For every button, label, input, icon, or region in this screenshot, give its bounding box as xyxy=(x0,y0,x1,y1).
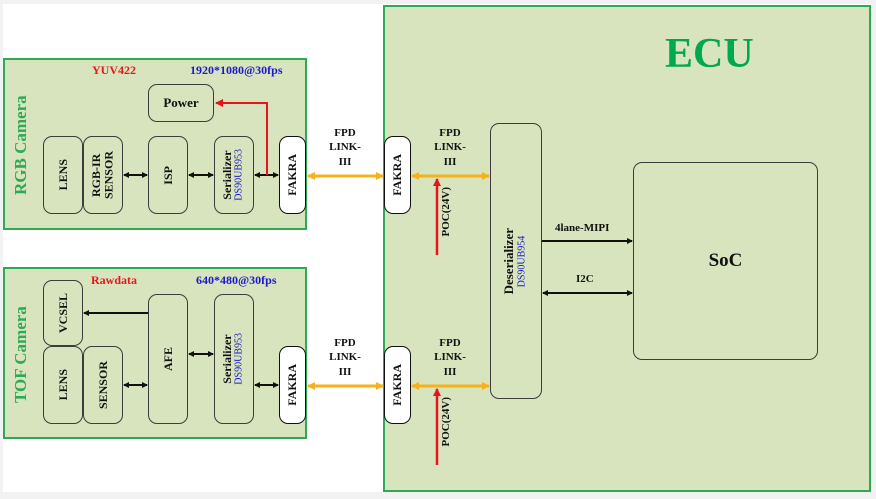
deserializer-label: Deserializer DS90UB954 xyxy=(501,227,529,295)
tof-fakra-connector[interactable]: FAKRA xyxy=(279,346,306,424)
tof-sensor-block[interactable]: SENSOR xyxy=(83,346,123,424)
link-text: FPD xyxy=(334,337,356,349)
afe-block[interactable]: AFE xyxy=(148,294,188,424)
link-text: III xyxy=(443,155,457,168)
rgb-serializer-block[interactable]: Serializer DS90UB953 xyxy=(214,136,254,214)
rgb-serializer-label: Serializer DS90UB953 xyxy=(220,149,246,201)
rgb-resolution-label: 1920*1080@30fps xyxy=(190,63,283,77)
ecu-fakra-top-label: FAKRA xyxy=(390,154,405,196)
i2c-label: I2C xyxy=(576,273,594,285)
tof-serializer-name: Serializer xyxy=(220,334,235,384)
power-label: Power xyxy=(163,95,199,110)
mipi-label: 4lane-MIPI xyxy=(555,222,610,234)
link-text: III xyxy=(338,365,352,378)
rgb-lens-label: LENS xyxy=(55,159,70,191)
tof-serializer-block[interactable]: Serializer DS90UB953 xyxy=(214,294,254,424)
link-text: LINK- xyxy=(434,351,466,364)
rgb-ir-sensor-label: RGB-IR SENSOR xyxy=(89,150,116,200)
tof-fakra-label: FAKRA xyxy=(285,364,300,406)
vcsel-block[interactable]: VCSEL xyxy=(43,280,83,346)
afe-label: AFE xyxy=(160,347,175,371)
link-text: LINK- xyxy=(434,141,466,154)
isp-label: ISP xyxy=(160,165,175,185)
rgb-ir-sensor-block[interactable]: RGB-IR SENSOR xyxy=(83,136,123,214)
deserializer-block[interactable]: Deserializer DS90UB954 xyxy=(490,123,542,399)
rgb-serializer-part: DS90UB953 xyxy=(234,149,245,201)
poc-label-top: POC(24V) xyxy=(440,187,452,237)
ecu-fakra-bottom-label: FAKRA xyxy=(390,364,405,406)
tof-serializer-part: DS90UB953 xyxy=(234,333,245,385)
rgb-lens-block[interactable]: LENS xyxy=(43,136,83,214)
rgb-ir-sensor-line2: SENSOR xyxy=(102,150,116,200)
link-text: III xyxy=(338,155,352,168)
deserializer-part: DS90UB954 xyxy=(517,235,528,287)
rgb-camera-title: RGB Camera xyxy=(11,95,30,195)
link-text: FPD xyxy=(334,127,356,139)
rgb-format-label: YUV422 xyxy=(92,63,136,77)
tof-resolution-label: 640*480@30fps xyxy=(196,273,277,287)
soc-label: SoC xyxy=(708,250,743,271)
rgb-fakra-label: FAKRA xyxy=(285,154,300,196)
fpd-link-label-top-external: FPD LINK- III xyxy=(322,126,368,169)
link-text: FPD xyxy=(439,337,461,349)
fpd-link-label-bottom-external: FPD LINK- III xyxy=(322,336,368,379)
tof-lens-block[interactable]: LENS xyxy=(43,346,83,424)
link-text: LINK- xyxy=(329,351,361,364)
tof-sensor-label: SENSOR xyxy=(95,360,110,410)
fpd-link-label-bottom-internal: FPD LINK- III xyxy=(427,336,473,379)
ecu-fakra-connector-top[interactable]: FAKRA xyxy=(384,136,411,214)
link-text: FPD xyxy=(439,127,461,139)
link-text: LINK- xyxy=(329,141,361,154)
rgb-fakra-connector[interactable]: FAKRA xyxy=(279,136,306,214)
tof-serializer-label: Serializer DS90UB953 xyxy=(220,333,246,385)
ecu-fakra-connector-bottom[interactable]: FAKRA xyxy=(384,346,411,424)
deserializer-name: Deserializer xyxy=(501,227,517,295)
isp-block[interactable]: ISP xyxy=(148,136,188,214)
tof-lens-label: LENS xyxy=(55,369,70,401)
power-block[interactable]: Power xyxy=(148,84,214,122)
ecu-title: ECU xyxy=(665,31,754,77)
tof-camera-title: TOF Camera xyxy=(11,306,30,404)
link-text: III xyxy=(443,365,457,378)
rgb-serializer-name: Serializer xyxy=(220,150,235,200)
fpd-link-label-top-internal: FPD LINK- III xyxy=(427,126,473,169)
tof-format-label: Rawdata xyxy=(91,273,138,287)
soc-block[interactable]: SoC xyxy=(633,162,818,360)
poc-label-bottom: POC(24V) xyxy=(440,397,452,447)
vcsel-label: VCSEL xyxy=(55,292,70,333)
